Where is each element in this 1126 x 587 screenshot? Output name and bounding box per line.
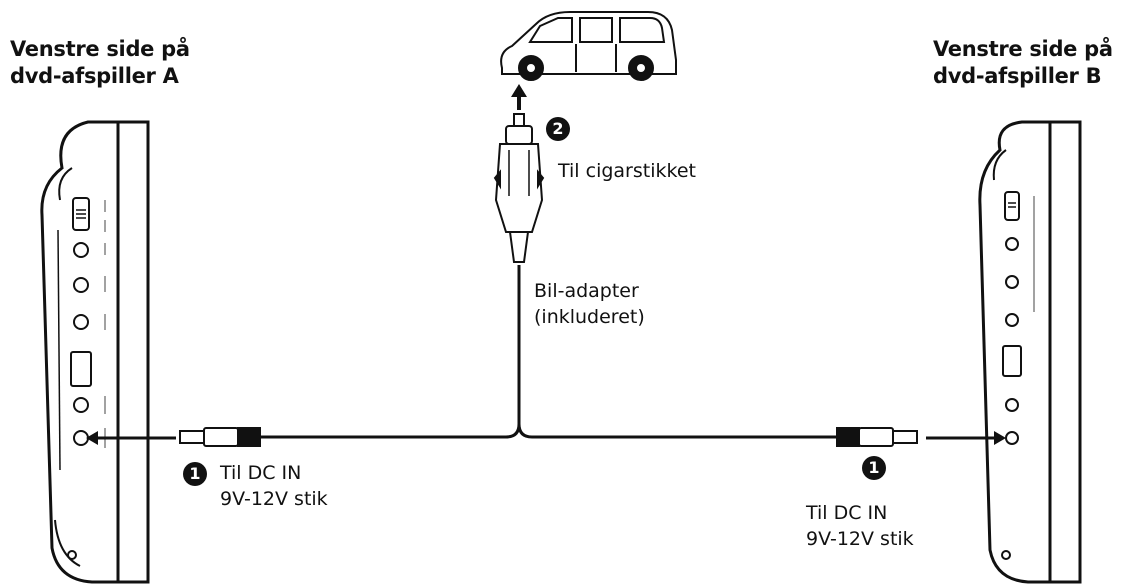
- player-b-heading: Venstre side på dvd-afspiller B: [933, 36, 1113, 90]
- player-b-jacks: [1002, 237, 1022, 445]
- step-1-badge-right: 1: [862, 456, 886, 480]
- dc-barrel-plug-left: [179, 427, 261, 447]
- car-adapter-plug-icon: [493, 113, 545, 263]
- player-a-jacks: [70, 242, 92, 446]
- dc-in-label-left: Til DC IN 9V-12V stik: [220, 460, 328, 512]
- player-b-power-switch: [1004, 191, 1020, 221]
- dc-in-label-left-line-2: 9V-12V stik: [220, 488, 328, 510]
- player-b-dc-arrow: [926, 431, 1006, 445]
- cigar-socket-label-text: Til cigarstikket: [558, 160, 696, 182]
- dc-in-label-right-line-1: Til DC IN: [806, 502, 888, 524]
- player-a-body: [40, 120, 150, 584]
- player-a-heading: Venstre side på dvd-afspiller A: [10, 36, 190, 90]
- dvd-player-a-side-view: [40, 120, 176, 584]
- dc-barrel-plug-right: [836, 427, 918, 447]
- player-b-heading-line-1: Venstre side på: [933, 37, 1113, 61]
- adapter-cable: [260, 265, 837, 439]
- car-icon: [500, 11, 677, 81]
- player-a-heading-line-2: dvd-afspiller A: [10, 64, 179, 88]
- arrow-to-car: [511, 84, 527, 110]
- adapter-label-line-1: Bil-adapter: [534, 280, 639, 302]
- cigar-socket-label: Til cigarstikket: [558, 158, 696, 184]
- dc-in-label-right-line-2: 9V-12V stik: [806, 528, 914, 550]
- player-a-heading-line-1: Venstre side på: [10, 37, 190, 61]
- player-b-body: [978, 120, 1082, 584]
- adapter-label-line-2: (inkluderet): [534, 306, 645, 328]
- step-2-badge: 2: [546, 117, 570, 141]
- dc-in-label-right: Til DC IN 9V-12V stik: [806, 500, 914, 552]
- player-a-power-switch: [72, 197, 90, 231]
- dvd-player-b-side-view: [926, 120, 1082, 584]
- adapter-label: Bil-adapter (inkluderet): [534, 278, 645, 330]
- player-a-dc-arrow: [86, 431, 176, 445]
- step-1-badge-left: 1: [183, 462, 207, 486]
- dc-in-label-left-line-1: Til DC IN: [220, 462, 302, 484]
- player-b-heading-line-2: dvd-afspiller B: [933, 64, 1102, 88]
